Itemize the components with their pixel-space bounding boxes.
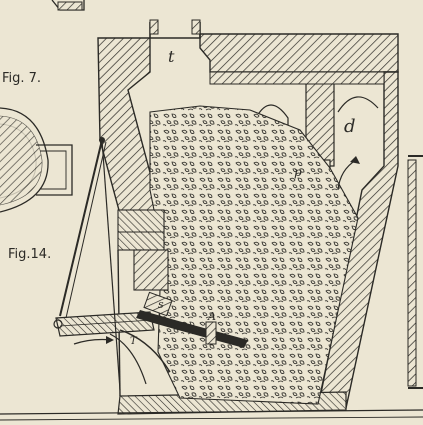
label-s: s — [158, 298, 164, 311]
fig14-label: Fig.14. — [8, 247, 51, 262]
lever-arm — [53, 137, 121, 391]
label-p: p — [294, 165, 302, 179]
label-t: t — [168, 47, 175, 66]
tuyere-assembly — [55, 291, 248, 385]
inner-flue — [117, 209, 169, 397]
flow-arrows — [73, 156, 360, 345]
label-d: d — [344, 116, 356, 137]
top-flue — [149, 19, 201, 39]
fig7-label: Fig. 7. — [2, 71, 41, 86]
label-T: T — [130, 336, 138, 347]
label-A: A — [207, 310, 216, 323]
right-column — [407, 155, 423, 389]
fig7-fragment — [0, 0, 85, 213]
